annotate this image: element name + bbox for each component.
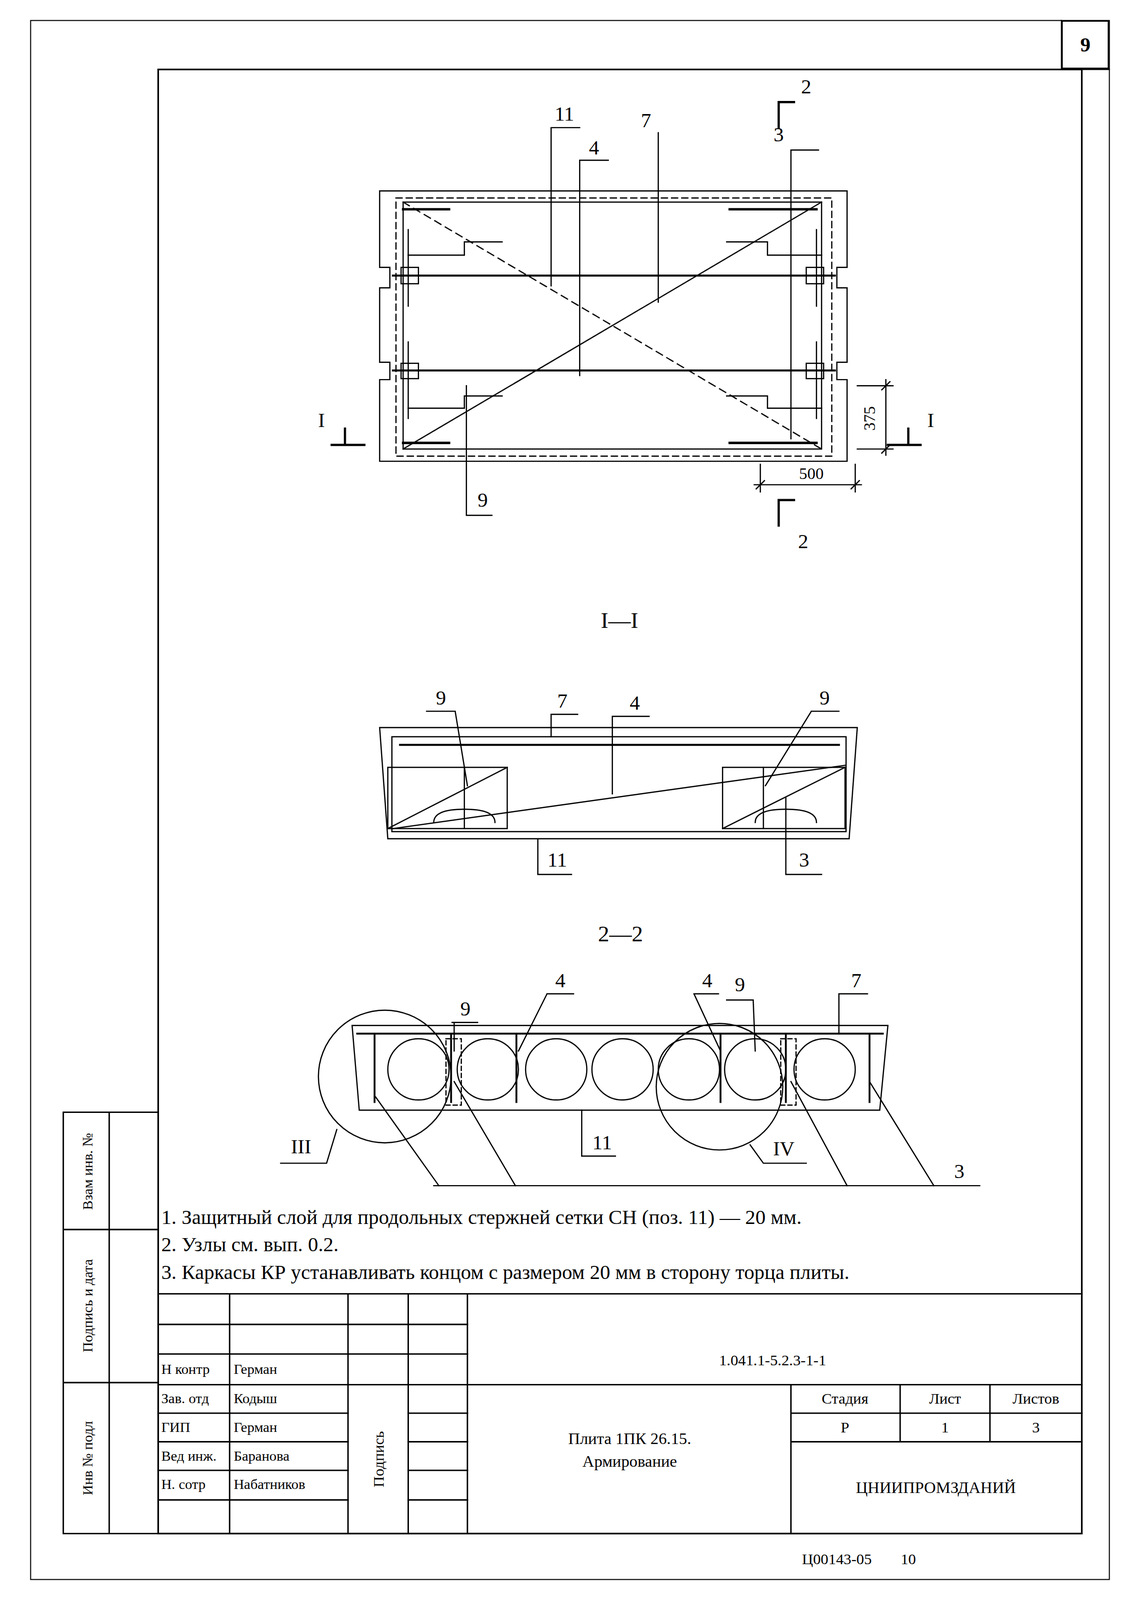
- note-text: 3. Каркасы КР устанавливать концом с раз…: [161, 1262, 850, 1283]
- page-number: 9: [1080, 34, 1091, 56]
- title-block-text: Вед инж.: [161, 1448, 217, 1464]
- title-block-text: Плита 1ПК 26.15.: [567, 1430, 692, 1447]
- title-block-text: Подпись: [371, 1431, 387, 1488]
- callout-label: 4: [588, 137, 599, 159]
- callout-label: III: [290, 1136, 311, 1158]
- title-block-text: Н. сотр: [161, 1477, 206, 1492]
- callout-label: 500: [799, 465, 824, 482]
- title-block-text: 10: [900, 1551, 916, 1568]
- page-number-box: 9: [1061, 20, 1110, 70]
- title-block-text: Зав. отд: [161, 1391, 209, 1407]
- title-block-text: Герман: [233, 1420, 278, 1435]
- title-block-text: Лист: [928, 1391, 961, 1407]
- callout-label: 7: [640, 110, 651, 131]
- title-block-text: ГИП: [161, 1420, 190, 1435]
- callout-label: 11: [592, 1132, 612, 1154]
- title-block-text: Кодыш: [233, 1391, 278, 1407]
- stamp-label: Подпись и дата: [80, 1259, 95, 1354]
- callout-label: 11: [547, 850, 567, 871]
- title-block-text: Р: [840, 1420, 850, 1436]
- callout-label: 4: [702, 970, 713, 991]
- page-box-frame: [1061, 20, 1110, 70]
- side-stamp: [63, 1112, 159, 1535]
- callout-label: 3: [773, 124, 784, 145]
- callout-label: 9: [734, 974, 745, 995]
- title-block-text: Листов: [1012, 1391, 1060, 1407]
- callout-label: 9: [435, 687, 446, 708]
- callout-label: IV: [772, 1138, 795, 1160]
- callout-label: 4: [629, 693, 640, 714]
- section-2-2: [280, 994, 980, 1186]
- callout-label: 2: [801, 76, 812, 97]
- callout-label: I—I: [600, 609, 639, 632]
- callout-label: 7: [557, 691, 568, 712]
- title-block-text: Армирование: [582, 1453, 678, 1470]
- callout-label: 3: [799, 850, 810, 871]
- title-block-text: ЦНИИПРОМЗДАНИЙ: [855, 1479, 1016, 1496]
- title-block-text: Стадия: [821, 1391, 869, 1407]
- title-block-text: Ц00143-05: [802, 1551, 872, 1568]
- callout-label: 9: [819, 687, 830, 708]
- title-block-text: Баранова: [233, 1448, 290, 1464]
- callout-label: I: [318, 410, 325, 431]
- callout-label: 4: [555, 970, 566, 991]
- callout-label: 9: [477, 489, 488, 510]
- title-block-text: Герман: [233, 1362, 278, 1377]
- section-1-1: [379, 711, 858, 875]
- drawing-frame: [158, 69, 1082, 1535]
- title-block: [158, 1293, 1082, 1534]
- callout-label: 11: [554, 104, 575, 125]
- callout-label: 375: [861, 406, 878, 432]
- callout-label: 9: [460, 999, 471, 1020]
- title-block-text: 1: [941, 1420, 949, 1436]
- title-block-text: 1.041.1-5.2.3-1-1: [718, 1352, 826, 1368]
- callout-label: 3: [954, 1161, 965, 1182]
- note-text: 2. Узлы см. вып. 0.2.: [161, 1234, 339, 1256]
- sheet-border: [30, 20, 1110, 1581]
- callout-label: 2: [798, 531, 809, 552]
- title-block-text: Н контр: [161, 1362, 210, 1377]
- note-text: 1. Защитный слой для продольных стержней…: [161, 1207, 802, 1228]
- plan-view: [331, 101, 921, 526]
- title-block-text: 3: [1031, 1420, 1040, 1436]
- title-block-text: Набатников: [233, 1477, 306, 1492]
- stamp-label: Инв № подл: [80, 1421, 95, 1496]
- callout-label: I: [927, 410, 935, 431]
- stamp-label: Взам инв. №: [80, 1132, 95, 1210]
- callout-label: 2—2: [598, 922, 644, 945]
- callout-label: 7: [851, 970, 862, 991]
